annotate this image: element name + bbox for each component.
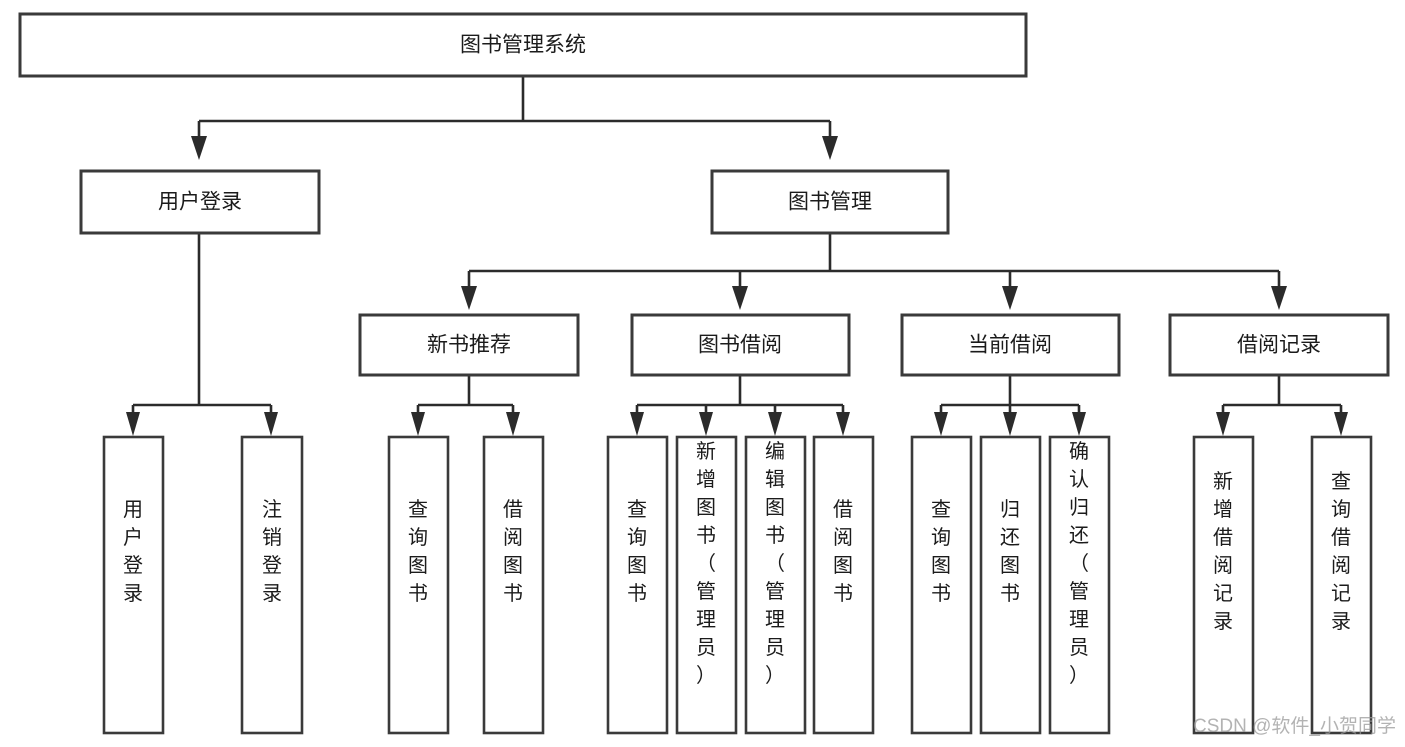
arrow-head-leaf-query-book-2 (630, 412, 644, 436)
connector-group-borrow-record-to-leaves (1216, 375, 1348, 436)
leaf-node-logout-label: 注销登录 (262, 498, 282, 605)
leaf-node-add-book[interactable]: 新增图书（管理员） (675, 435, 738, 735)
node-user-login[interactable]: 用户登录 (79, 169, 321, 235)
leaf-node-user-login-label: 用户登录 (123, 499, 143, 605)
node-user-login-box[interactable] (79, 169, 321, 235)
node-current-borrow-label: 当前借阅 (968, 334, 1052, 357)
arrow-head-leaf-borrow-book-1 (506, 412, 520, 436)
node-root[interactable]: 图书管理系统 (18, 12, 1028, 78)
arrow-head-leaf-add-record (1216, 412, 1230, 436)
leaf-node-return-book-label: 归还图书 (1000, 498, 1020, 605)
leaf-node-logout[interactable]: 注销登录 (240, 435, 304, 735)
node-new-book-rec-box[interactable] (358, 313, 580, 377)
watermark-label: CSDN @软件_小贺同学 (1193, 715, 1396, 737)
arrow-head-leaf-add-book (699, 412, 713, 436)
arrow-head-leaf-query-record (1334, 412, 1348, 436)
node-book-borrow[interactable]: 图书借阅 (630, 313, 851, 377)
connector-group-new-book-rec-to-leaves (411, 375, 520, 436)
node-book-manage[interactable]: 图书管理 (710, 169, 950, 235)
leaf-node-query-book-2-box[interactable] (606, 435, 669, 735)
leaf-node-borrow-book-2[interactable]: 借阅图书 (812, 435, 875, 735)
leaf-node-borrow-book-1-label: 借阅图书 (503, 498, 523, 605)
node-borrow-record-box[interactable] (1168, 313, 1390, 377)
leaf-node-edit-book[interactable]: 编辑图书（管理员） (744, 435, 807, 735)
leaf-node-edit-book-label: 编辑图书（管理员） (765, 440, 785, 687)
leaf-node-return-book-box[interactable] (979, 435, 1042, 735)
leaf-node-confirm-return-box[interactable] (1048, 435, 1111, 735)
connector-group-book-borrow-to-leaves (630, 375, 850, 436)
leaf-node-borrow-book-1[interactable]: 借阅图书 (482, 435, 545, 735)
node-book-manage-label: 图书管理 (788, 191, 872, 214)
leaf-node-user-login-box[interactable] (102, 435, 165, 735)
leaf-node-query-book-3-label: 查询图书 (931, 498, 951, 605)
connector-group-user-login-to-leaves (126, 233, 278, 436)
leaf-node-confirm-return[interactable]: 确认归还（管理员） (1048, 435, 1111, 735)
leaf-node-query-record-box[interactable] (1310, 435, 1373, 735)
node-current-borrow[interactable]: 当前借阅 (900, 313, 1121, 377)
leaf-node-add-book-label: 新增图书（管理员） (696, 440, 716, 687)
leaf-node-borrow-book-2-label: 借阅图书 (833, 498, 853, 605)
arrow-head-current-borrow (1002, 286, 1018, 310)
arrow-head-new-book-rec (461, 286, 477, 310)
arrow-head-leaf-user-login (126, 412, 140, 436)
connector-group-book-manage-to-l3 (461, 233, 1287, 310)
leaf-node-edit-book-box[interactable] (744, 435, 807, 735)
leaf-node-query-record-label: 查询借阅记录 (1331, 470, 1351, 633)
arrow-head-leaf-edit-book (768, 412, 782, 436)
arrow-head-leaf-query-book-1 (411, 412, 425, 436)
leaf-node-user-login[interactable]: 用户登录 (102, 435, 165, 735)
leaf-node-query-book-2-label: 查询图书 (627, 498, 647, 605)
node-new-book-rec-label: 新书推荐 (427, 334, 511, 357)
leaf-node-borrow-book-1-box[interactable] (482, 435, 545, 735)
arrow-head-book-borrow (732, 286, 748, 310)
connector-group-root-to-l2 (191, 76, 838, 160)
leaf-node-query-book-3[interactable]: 查询图书 (910, 435, 973, 735)
leaf-node-query-book-1-box[interactable] (387, 435, 450, 735)
node-root-box[interactable] (18, 12, 1028, 78)
leaf-node-add-book-box[interactable] (675, 435, 738, 735)
node-book-borrow-box[interactable] (630, 313, 851, 377)
arrow-head-book-manage (822, 136, 838, 160)
node-user-login-label: 用户登录 (158, 191, 242, 214)
leaf-node-query-book-1-label: 查询图书 (408, 498, 428, 605)
arrow-head-leaf-query-book-3 (934, 412, 948, 436)
arrow-head-leaf-return-book (1003, 412, 1017, 436)
node-new-book-rec[interactable]: 新书推荐 (358, 313, 580, 377)
leaf-node-return-book[interactable]: 归还图书 (979, 435, 1042, 735)
leaf-node-query-record[interactable]: 查询借阅记录 (1310, 435, 1373, 735)
arrow-head-leaf-logout (264, 412, 278, 436)
leaf-node-logout-box[interactable] (240, 435, 304, 735)
arrow-head-user-login (191, 136, 207, 160)
node-book-manage-box[interactable] (710, 169, 950, 235)
node-book-borrow-label: 图书借阅 (698, 334, 782, 357)
leaf-node-add-record-box[interactable] (1192, 435, 1255, 735)
leaf-node-add-record-label: 新增借阅记录 (1213, 470, 1233, 633)
leaf-node-query-book-3-box[interactable] (910, 435, 973, 735)
leaf-node-confirm-return-label: 确认归还（管理员） (1069, 440, 1089, 687)
arrow-head-borrow-record (1271, 286, 1287, 310)
leaf-node-borrow-book-2-box[interactable] (812, 435, 875, 735)
node-current-borrow-box[interactable] (900, 313, 1121, 377)
leaf-node-query-book-1[interactable]: 查询图书 (387, 435, 450, 735)
leaf-node-add-record[interactable]: 新增借阅记录 (1192, 435, 1255, 735)
node-borrow-record[interactable]: 借阅记录 (1168, 313, 1390, 377)
connector-group-current-borrow-to-leaves (934, 375, 1086, 436)
leaf-node-query-book-2[interactable]: 查询图书 (606, 435, 669, 735)
node-root-label: 图书管理系统 (460, 34, 586, 57)
arrow-head-leaf-confirm-return (1072, 412, 1086, 436)
node-borrow-record-label: 借阅记录 (1237, 334, 1321, 357)
arrow-head-leaf-borrow-book-2 (836, 412, 850, 436)
